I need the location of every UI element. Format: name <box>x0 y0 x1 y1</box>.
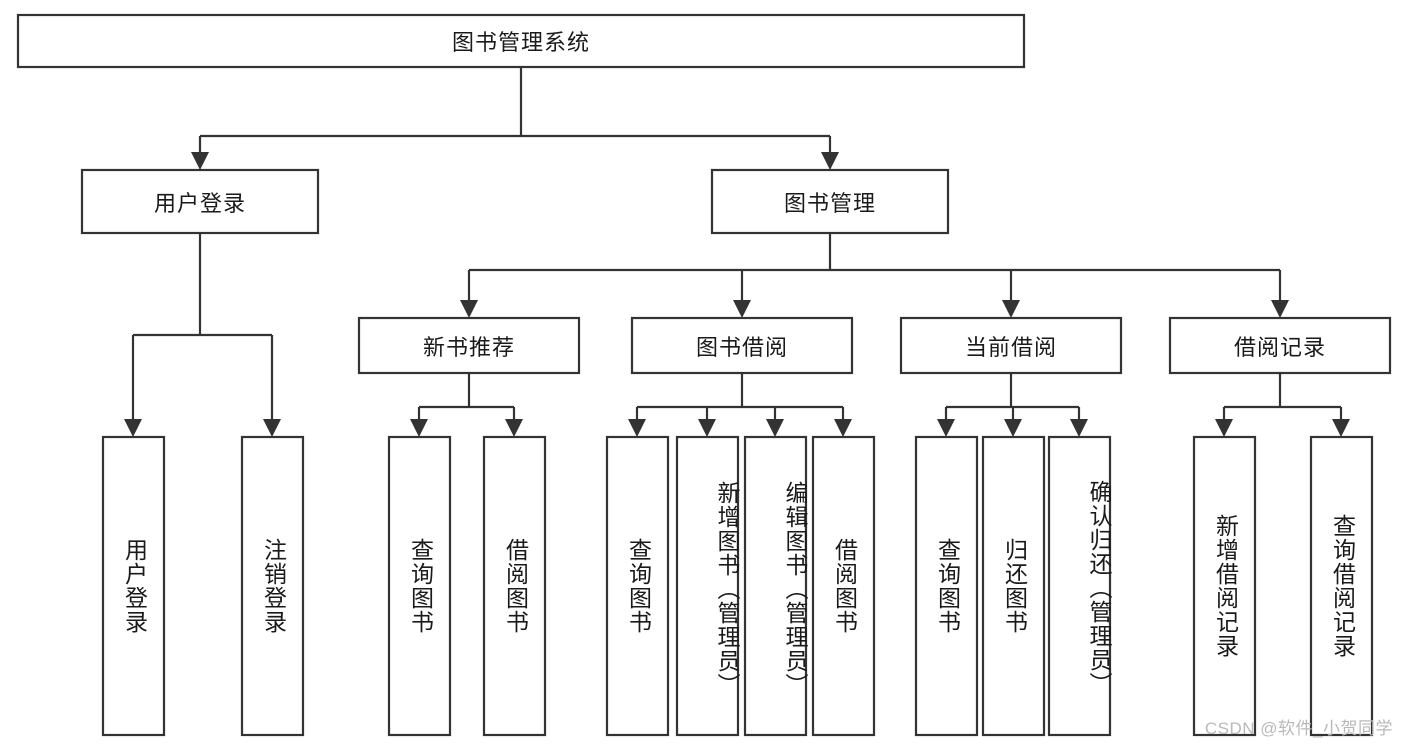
node-box-leaf-book-borrow-3[interactable] <box>743 435 808 737</box>
arrow-head-icon <box>628 419 646 437</box>
arrow-head-icon <box>834 419 852 437</box>
arrow-head-icon <box>821 152 839 170</box>
arrow-head-icon <box>1070 419 1088 437</box>
connector-new-book-recommend-to-leaves <box>410 373 523 437</box>
node-box-leaf-new-book-1[interactable] <box>387 435 452 737</box>
node-box-book-management[interactable] <box>710 168 950 235</box>
node-box-leaf-book-borrow-1[interactable] <box>605 435 670 737</box>
node-box-leaf-user-login-2[interactable] <box>240 435 305 737</box>
arrow-head-icon <box>1332 419 1350 437</box>
arrow-head-icon <box>1215 419 1233 437</box>
node-box-leaf-current-borrow-2[interactable] <box>981 435 1046 737</box>
arrow-head-icon <box>505 419 523 437</box>
arrow-head-icon <box>1271 300 1289 318</box>
arrow-head-icon <box>263 419 281 437</box>
node-box-user-login[interactable] <box>80 168 320 235</box>
node-box-leaf-borrow-record-2[interactable] <box>1309 435 1374 737</box>
node-box-leaf-book-borrow-4[interactable] <box>811 435 876 737</box>
node-box-leaf-new-book-2[interactable] <box>482 435 547 737</box>
node-box-new-book-recommend[interactable] <box>357 316 581 375</box>
connector-user-login-to-leaves <box>124 233 281 437</box>
arrow-head-icon <box>124 419 142 437</box>
node-box-root[interactable] <box>16 13 1026 69</box>
node-box-leaf-book-borrow-2[interactable] <box>675 435 740 737</box>
arrow-head-icon <box>937 419 955 437</box>
arrow-head-icon <box>191 152 209 170</box>
arrow-head-icon <box>766 419 784 437</box>
node-box-leaf-current-borrow-1[interactable] <box>914 435 979 737</box>
connector-book-management-to-level3 <box>460 233 1289 318</box>
connector-borrow-record-to-leaves <box>1215 373 1350 437</box>
csdn-watermark: CSDN @软件_小贺同学 <box>1204 719 1393 738</box>
arrow-head-icon <box>1004 419 1022 437</box>
node-box-current-borrow[interactable] <box>899 316 1123 375</box>
node-box-leaf-borrow-record-1[interactable] <box>1192 435 1257 737</box>
node-box-leaf-user-login-1[interactable] <box>101 435 166 737</box>
connector-book-borrow-to-leaves <box>628 373 852 437</box>
arrow-head-icon <box>410 419 428 437</box>
connector-current-borrow-to-leaves <box>937 373 1088 437</box>
arrow-head-icon <box>1002 300 1020 318</box>
node-box-borrow-record[interactable] <box>1168 316 1392 375</box>
connector-root-to-level2 <box>191 67 839 170</box>
arrow-head-icon <box>698 419 716 437</box>
arrow-head-icon <box>460 300 478 318</box>
node-box-book-borrow[interactable] <box>630 316 854 375</box>
arrow-head-icon <box>733 300 751 318</box>
node-box-leaf-current-borrow-3[interactable] <box>1047 435 1112 737</box>
